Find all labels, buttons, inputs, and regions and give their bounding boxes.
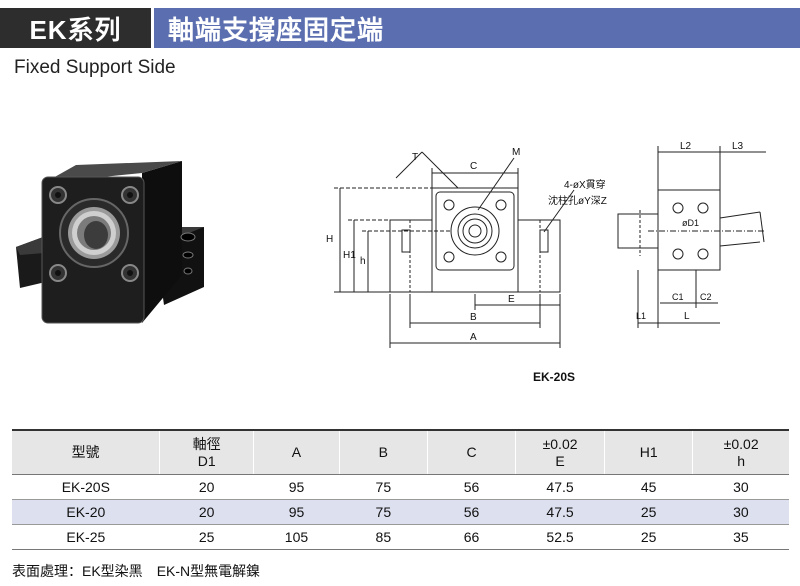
cell-d1: 25 <box>159 524 254 550</box>
cell-c: 56 <box>427 474 516 500</box>
title-bar: EK系列 軸端支撐座固定端 <box>0 8 800 48</box>
col-header: A <box>253 429 340 475</box>
dim-L3: L3 <box>732 141 744 152</box>
table-row: EK-20S 20 95 75 56 47.5 45 30 <box>12 474 789 500</box>
dim-T: T <box>412 152 418 163</box>
product-photo <box>16 161 204 324</box>
table-row: EK-25 25 105 85 66 52.5 25 35 <box>12 524 789 550</box>
cell-h1: 25 <box>604 524 693 550</box>
surface-treatment-note: 表面處理：EK型染黑 EK-N型無電解鎳 <box>12 561 274 581</box>
col-header: H1 <box>604 429 693 475</box>
footer-item-nickel: EK-N型無電解鎳 <box>156 563 261 579</box>
dim-C2: C2 <box>700 292 712 302</box>
cell-d1: 20 <box>159 474 254 500</box>
cell-e: 47.5 <box>515 499 605 525</box>
dim-h: h <box>360 256 366 267</box>
dim-B: B <box>470 312 477 323</box>
cell-h: 30 <box>692 499 789 525</box>
dim-L1: L1 <box>636 311 646 321</box>
col-header: B <box>338 429 428 475</box>
cell-d1: 20 <box>159 499 254 525</box>
cell-b: 85 <box>339 524 428 550</box>
dim-L2: L2 <box>680 141 692 152</box>
cell-a: 105 <box>253 524 340 550</box>
cell-e: 47.5 <box>515 474 605 500</box>
cell-model: EK-20S <box>12 474 160 500</box>
footer-label: 表面處理： <box>12 563 82 579</box>
technical-drawing: H H1 h A B E C T M L2 L3 L1 L C1 C2 øD1 … <box>326 141 766 348</box>
dim-M: M <box>512 147 520 158</box>
page-title: 軸端支撐座固定端 <box>154 8 800 48</box>
drawing-label: EK-20S <box>533 370 576 384</box>
footer-item-black: EK型染黑 <box>82 563 143 579</box>
col-header: C <box>426 429 516 475</box>
screw-icon <box>49 186 139 282</box>
cell-c: 56 <box>427 499 516 525</box>
cell-e: 52.5 <box>515 524 605 550</box>
dim-D1: øD1 <box>682 218 699 228</box>
col-header: 型號 <box>12 429 160 475</box>
table-row: EK-20 20 95 75 56 47.5 25 30 <box>12 499 789 525</box>
dim-H1: H1 <box>343 250 356 261</box>
dim-A: A <box>470 332 477 343</box>
cell-c: 66 <box>427 524 516 550</box>
side-view-housing <box>657 189 721 271</box>
cell-model: EK-20 <box>12 499 160 525</box>
cell-b: 75 <box>339 499 428 525</box>
cell-model: EK-25 <box>12 524 160 550</box>
dim-C: C <box>470 161 477 172</box>
front-view-housing <box>431 187 519 293</box>
header-divider <box>151 8 154 48</box>
dim-C1: C1 <box>672 292 684 302</box>
dim-L: L <box>684 311 690 322</box>
housing-side <box>142 161 182 323</box>
cell-h1: 45 <box>604 474 693 500</box>
note-counterbore: 沈柱孔øY深Z <box>548 194 607 207</box>
subtitle: Fixed Support Side <box>14 57 176 78</box>
cell-a: 95 <box>253 499 340 525</box>
cell-h: 35 <box>692 524 789 550</box>
cell-h: 30 <box>692 474 789 500</box>
series-label: EK系列 <box>0 8 151 48</box>
cell-b: 75 <box>339 474 428 500</box>
cell-h1: 25 <box>604 499 693 525</box>
note-holes: 4-øX貫穿 <box>564 178 606 191</box>
dim-H: H <box>326 234 333 245</box>
dim-E: E <box>508 294 515 305</box>
cell-a: 95 <box>253 474 340 500</box>
